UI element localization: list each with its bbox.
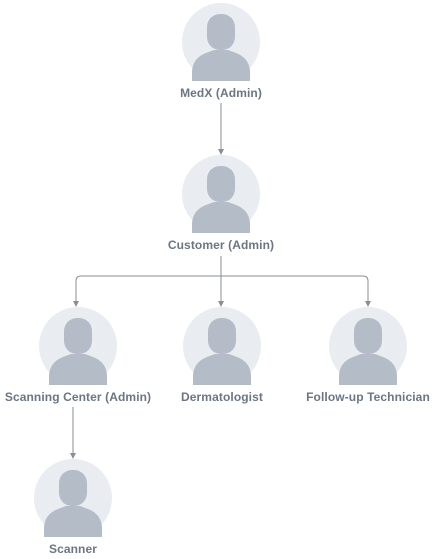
node-scanner[interactable]: Scanner xyxy=(0,459,153,556)
node-dermatologist[interactable]: Dermatologist xyxy=(142,307,302,404)
node-label: Scanning Center (Admin) xyxy=(4,390,152,404)
node-scanning-center[interactable]: Scanning Center (Admin) xyxy=(0,307,158,404)
node-followup-technician[interactable]: Follow-up Technician xyxy=(288,307,436,404)
node-label: Customer (Admin) xyxy=(167,238,275,252)
user-avatar-icon xyxy=(39,307,117,385)
user-avatar-icon xyxy=(183,307,261,385)
user-avatar-icon xyxy=(182,3,260,81)
node-label: Scanner xyxy=(48,542,98,556)
edge-customer-branch xyxy=(75,275,369,304)
node-label: Follow-up Technician xyxy=(306,390,430,404)
user-avatar-icon xyxy=(182,155,260,233)
node-customer[interactable]: Customer (Admin) xyxy=(141,155,301,252)
node-medx[interactable]: MedX (Admin) xyxy=(141,3,301,100)
user-avatar-icon xyxy=(34,459,112,537)
user-avatar-icon xyxy=(329,307,407,385)
node-label: MedX (Admin) xyxy=(180,86,262,100)
node-label: Dermatologist xyxy=(181,390,263,404)
